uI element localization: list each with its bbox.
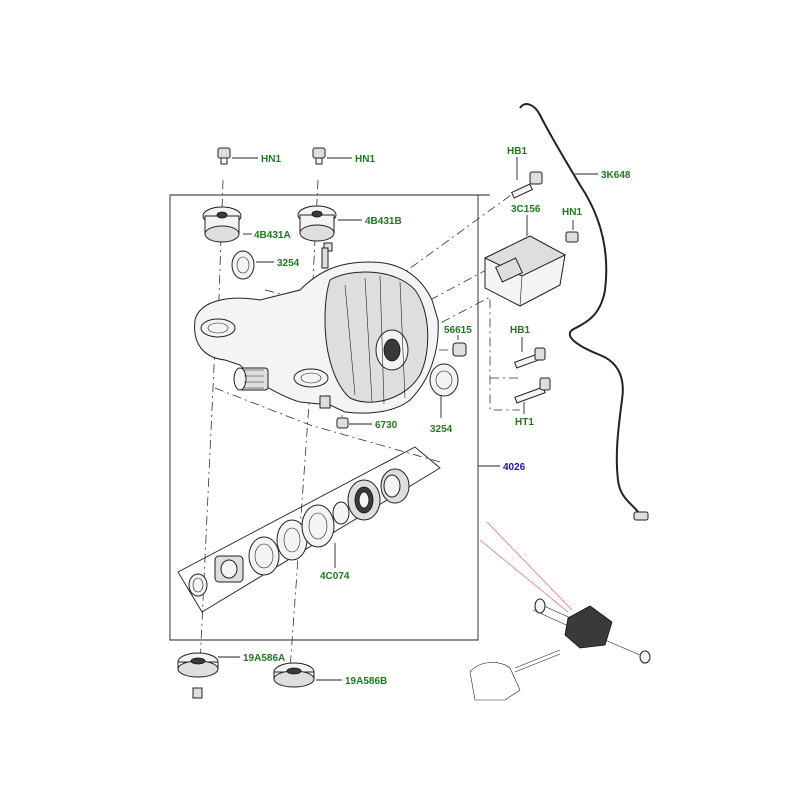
plug-56615: [452, 342, 467, 357]
seal-3254-right: [429, 363, 459, 397]
pinion-nut: [214, 555, 244, 583]
bush-4b431b: [297, 205, 337, 242]
label-4b431b: 4B431B: [365, 216, 402, 227]
locator-leader-2: [479, 539, 569, 613]
plug-6730: [336, 417, 349, 429]
bush-4b431a: [202, 206, 242, 243]
assembly-frame: [169, 194, 490, 641]
label-4b431a: 4B431A: [254, 230, 291, 241]
label-hn1-mid: HN1: [355, 154, 375, 165]
label-hb1-bottom: HB1: [510, 325, 530, 336]
washer-19a586b: [273, 662, 315, 688]
taper-bearing: [347, 479, 381, 521]
washer-19a586a: [177, 652, 219, 678]
label-19a586b: 19A586B: [345, 676, 387, 687]
label-ht1: HT1: [515, 417, 534, 428]
label-56615: 56615: [444, 325, 472, 336]
sensor-cable-3k648: [519, 103, 649, 521]
label-hn1-right: HN1: [562, 207, 582, 218]
module-3c156: [483, 235, 567, 307]
bolt-hn1-left: [217, 147, 231, 165]
label-hn1-left: HN1: [261, 154, 281, 165]
label-3254-bottom: 3254: [430, 424, 453, 435]
seal-3254-top: [231, 250, 255, 280]
bolt-hb1-bottom: [514, 347, 546, 369]
label-19a586a: 19A586A: [243, 653, 285, 664]
bolt-hb1-top: [511, 171, 543, 199]
bolt-hn1-mid: [312, 147, 326, 165]
label-6730: 6730: [375, 420, 398, 431]
label-3254-top: 3254: [277, 258, 300, 269]
label-hb1-top: HB1: [507, 146, 527, 157]
stud-ht1: [514, 377, 551, 404]
differential-housing: [194, 247, 439, 414]
label-3c156: 3C156: [511, 204, 541, 215]
label-4c074: 4C074: [320, 571, 350, 582]
label-4026: 4026: [503, 462, 526, 473]
bearing-kit-parts: [188, 468, 410, 597]
bearing-cup: [380, 468, 410, 504]
label-3k648: 3K648: [601, 170, 631, 181]
vehicle-locator-thumbnail: [469, 598, 651, 701]
bolt-hn1-right: [565, 231, 579, 243]
bearing-kit-frame: [177, 446, 441, 613]
locator-leader-1: [486, 521, 573, 611]
